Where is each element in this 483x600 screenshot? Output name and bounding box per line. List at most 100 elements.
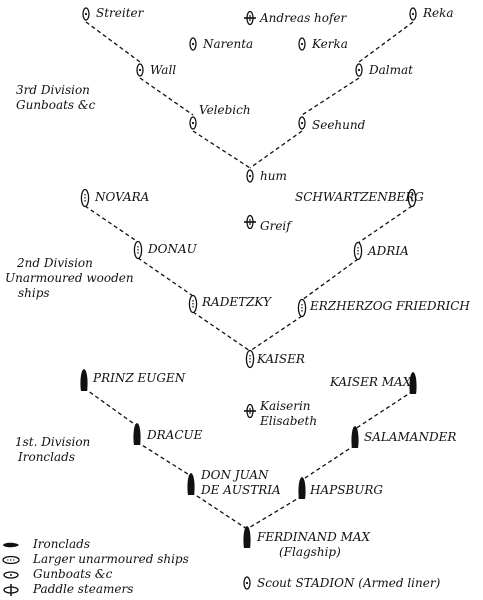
seehund-gunboat-icon: [298, 116, 306, 130]
formation-line-segment: [84, 205, 139, 243]
ship-label-kaiser: KAISER: [257, 352, 305, 367]
ship-label-line: ERZHERZOG FRIEDRICH: [310, 299, 470, 313]
formation-line-segment: [301, 77, 360, 116]
ship-label-line: DONAU: [148, 242, 197, 256]
dracue-ironclad-icon: [133, 423, 141, 445]
ship-label-line: KAISER MAX: [330, 375, 412, 389]
erzherzog-friedrich-unarmoured-icon: [297, 298, 307, 318]
ship-label-line: Andreas hofer: [260, 11, 347, 25]
formation-line-segment: [85, 21, 141, 63]
ship-label-line: Velebich: [199, 103, 251, 117]
division-2-label: 2nd Division Unarmoured wooden ships: [5, 256, 134, 301]
ship-label-line: Elisabeth: [260, 414, 318, 428]
greif-paddle-icon: [244, 214, 256, 230]
formation-line-segment: [357, 205, 413, 244]
ship-label-salamander: SALAMANDER: [364, 430, 456, 445]
formation-line-segment: [249, 315, 303, 352]
ship-label-line: Kaiserin: [260, 399, 311, 413]
reka-gunboat-icon: [409, 7, 417, 21]
ship-label-streiter: Streiter: [96, 6, 143, 21]
ship-label-line: hum: [260, 169, 287, 183]
ship-label-donau: DONAU: [148, 242, 197, 257]
ship-label-line: Kerka: [312, 37, 348, 51]
formation-line-segment: [301, 258, 359, 301]
ship-label-reka: Reka: [423, 6, 454, 21]
ship-label-kerka: Kerka: [312, 37, 348, 52]
ship-label-schwartzenberg: SCHWARTZENBERG: [295, 190, 424, 205]
division-3-title: 3rd Division: [16, 83, 90, 97]
ship-label-line: (Flagship): [279, 545, 341, 559]
ship-label-line: SALAMANDER: [364, 430, 457, 444]
ship-label-line: SCHWARTZENBERG: [295, 190, 424, 204]
ship-label-line: Seehund: [312, 118, 366, 132]
ship-label-hapsburg: HAPSBURG: [310, 483, 383, 498]
narenta-gunboat-icon: [189, 37, 197, 51]
donau-unarmoured-icon: [133, 240, 143, 260]
ship-label-novara: NOVARA: [95, 190, 149, 205]
kaiser-max-ironclad-icon: [409, 372, 417, 394]
legend-symbol-unarmoured: [2, 555, 20, 565]
formation-line-segment: [192, 311, 251, 352]
ship-label-line: Dalmat: [369, 63, 413, 77]
formation-line-segment: [192, 130, 251, 169]
ship-label-dalmat: Dalmat: [369, 63, 413, 78]
schwartzenberg-unarmoured-icon: [407, 188, 417, 208]
ship-label-velebich: Velebich: [199, 103, 251, 118]
ship-label-line: HAPSBURG: [310, 483, 383, 497]
legend-label-paddle: Paddle steamers: [33, 582, 134, 596]
ship-label-wall: Wall: [150, 63, 176, 78]
formation-line-segment: [358, 21, 414, 63]
stadion-gunboat-icon: [243, 576, 251, 590]
novara-unarmoured-icon: [80, 188, 90, 208]
ship-label-andreas-hofer: Andreas hofer: [260, 11, 346, 26]
ship-label-line: DE AUSTRIA: [201, 483, 281, 497]
salamander-ironclad-icon: [351, 426, 359, 448]
ship-label-line: RADETZKY: [202, 295, 271, 309]
formation-line-segment: [83, 387, 138, 427]
ship-label-line: Greif: [260, 219, 291, 233]
ship-label-line: Streiter: [96, 6, 144, 20]
hapsburg-ironclad-icon: [298, 477, 306, 499]
ship-label-narenta: Narenta: [203, 37, 253, 52]
division-3-label: 3rd Division Gunboats &c: [16, 83, 95, 113]
division-2-title: 2nd Division: [17, 256, 93, 270]
kerka-gunboat-icon: [298, 37, 306, 51]
formation-line-segment: [354, 390, 414, 430]
ship-label-dracue: DRACUE: [147, 428, 202, 443]
radetzky-unarmoured-icon: [188, 294, 198, 314]
division-1-label: 1st. Division Ironclads: [15, 435, 90, 465]
don-juan-ironclad-icon: [187, 473, 195, 495]
prinz-eugen-ironclad-icon: [80, 369, 88, 391]
ship-label-line: Narenta: [203, 37, 254, 51]
ship-label-kaiser-max: KAISER MAX: [330, 375, 411, 390]
formation-line-segment: [136, 441, 192, 477]
ship-label-line: FERDINAND MAX: [257, 530, 371, 544]
ship-label-line: DRACUE: [147, 428, 203, 442]
legend-symbol-gunboat: [3, 571, 19, 579]
ship-label-greif: Greif: [260, 219, 291, 234]
ship-label-ferdinand-max: FERDINAND MAX(Flagship): [257, 530, 370, 560]
ship-label-line: Wall: [150, 63, 177, 77]
ship-label-prinz-eugen: PRINZ EUGEN: [93, 371, 185, 386]
division-1-title: 1st. Division: [15, 435, 91, 449]
legend-label-unarmoured: Larger unarmoured ships: [33, 552, 189, 566]
wall-gunboat-icon: [136, 63, 144, 77]
division-3-subtitle: Gunboats &c: [16, 98, 96, 112]
ship-label-line: Reka: [423, 6, 454, 20]
ship-label-erzherzog-friedrich: ERZHERZOG FRIEDRICH: [310, 299, 470, 314]
formation-line-segment: [301, 444, 356, 481]
ship-label-radetzky: RADETZKY: [202, 295, 271, 310]
legend-label-gunboat: Gunboats &c: [33, 567, 113, 581]
ship-label-stadion: Scout STADION (Armed liner): [257, 576, 440, 591]
ship-label-seehund: Seehund: [312, 118, 365, 133]
kaiser-unarmoured-icon: [245, 349, 255, 369]
ship-label-line: DON JUAN: [201, 468, 269, 482]
streiter-gunboat-icon: [82, 7, 90, 21]
ship-label-line: NOVARA: [95, 190, 150, 204]
formation-line-segment: [249, 130, 303, 169]
division-2-subtitle: Unarmoured wooden: [5, 271, 134, 285]
ship-label-line: ADRIA: [368, 244, 409, 258]
